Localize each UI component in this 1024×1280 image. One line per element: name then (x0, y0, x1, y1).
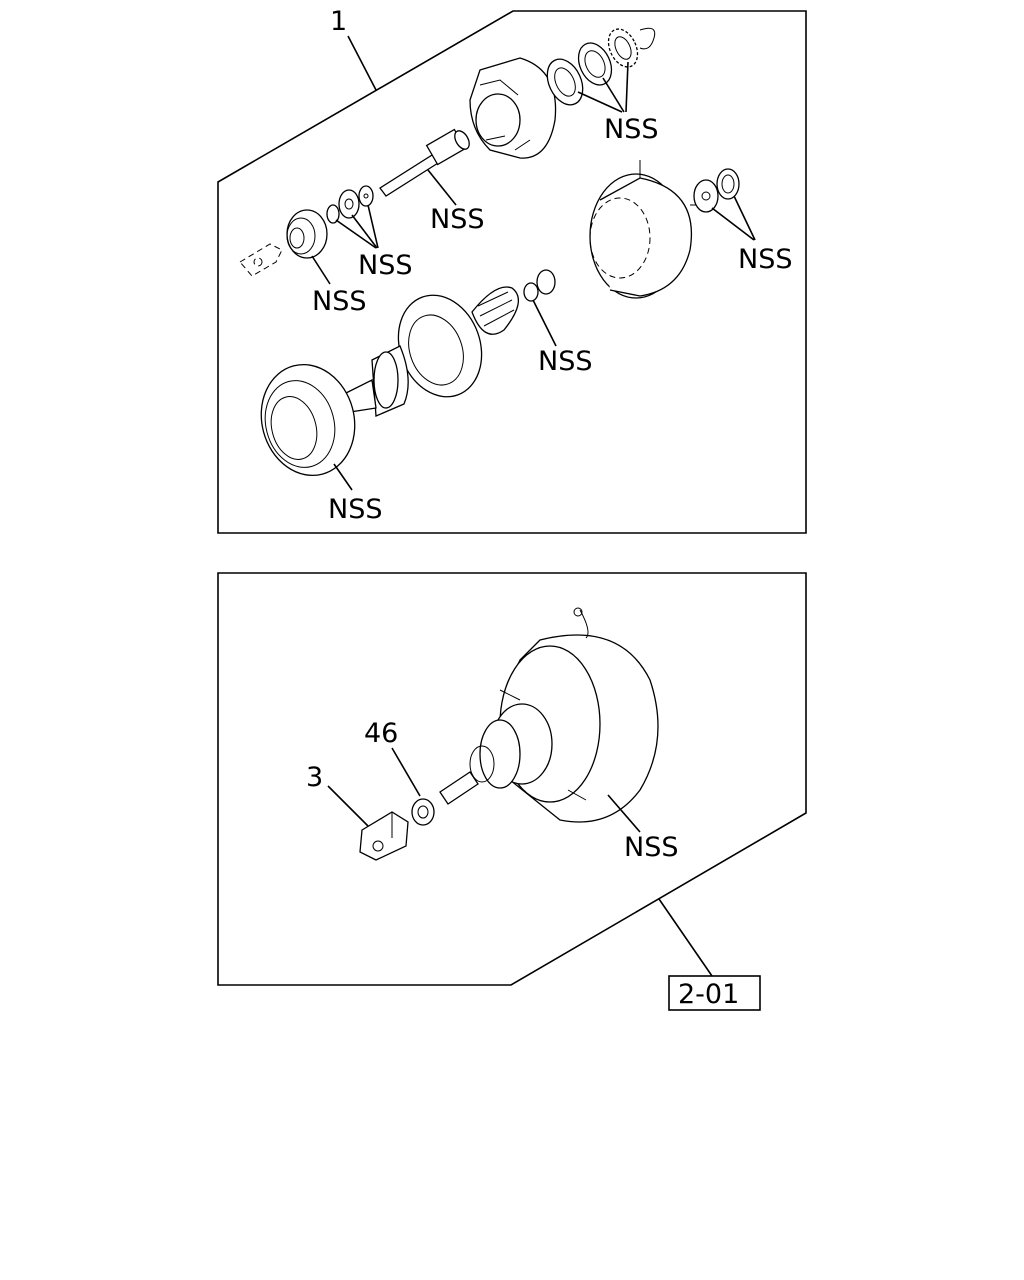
nss-washers: NSS (358, 250, 412, 281)
nss-booster: NSS (624, 832, 678, 863)
front-cover-part (469, 57, 557, 159)
bottom-panel: NSS 46 3 2-01 (217, 572, 807, 1011)
nss-bearing-left: NSS (312, 286, 366, 317)
piston-part (343, 345, 409, 417)
diaphragm-part (397, 294, 483, 398)
top-panel-frame (217, 10, 807, 534)
callout-3: 3 (306, 762, 323, 793)
nss-shaft-seal: NSS (430, 204, 484, 235)
cover-rings (693, 168, 740, 213)
page-reference-box (668, 975, 761, 1011)
push-rod-part (379, 128, 470, 197)
callout-1: 1 (330, 6, 347, 37)
nss-cover-rings: NSS (738, 244, 792, 275)
nss-upper-rings: NSS (604, 114, 658, 145)
leader-1 (347, 35, 377, 91)
big-bearing-part (260, 363, 356, 477)
nss-piston-seal: NSS (538, 346, 592, 377)
reference-leader (658, 898, 713, 977)
upper-seal-rings (546, 27, 656, 106)
piston-seal-ring (523, 269, 556, 302)
clevis-bracket-part (359, 811, 409, 861)
page-reference: 2-01 (678, 979, 739, 1010)
callout-46: 46 (364, 718, 398, 749)
nss-big-bearing: NSS (328, 494, 382, 525)
washers-part (326, 185, 374, 224)
spring-part (471, 286, 520, 335)
nut-part (411, 798, 435, 826)
top-panel: 1 NSS NSS (217, 6, 807, 534)
rear-cover-part (589, 160, 698, 299)
left-bearing-part (239, 209, 328, 277)
brake-booster-part (439, 607, 659, 823)
bottom-panel-frame (217, 572, 807, 986)
